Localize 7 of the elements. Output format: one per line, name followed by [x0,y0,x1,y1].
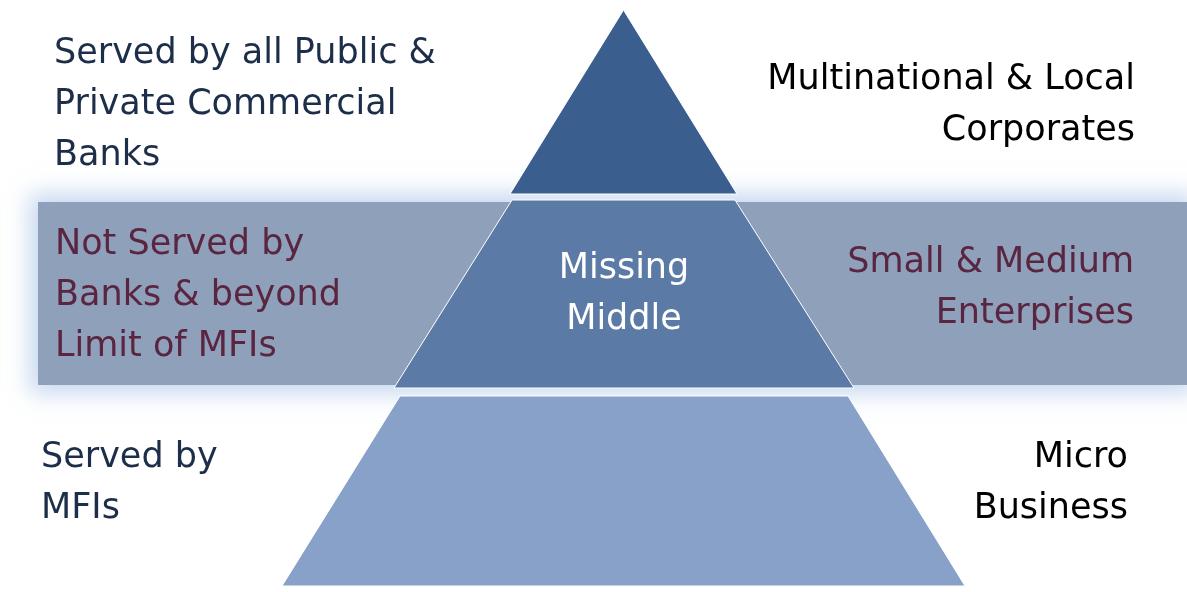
segment-label: Micro Business [972,434,1128,528]
band-label: Small & Medium Enterprises [846,239,1134,333]
band-label: Not Served by Banks & beyond Limit of MFIs [55,221,342,366]
service-note: Served by MFIs [41,434,219,528]
segment-label: Multinational & Local Corporates [766,56,1135,150]
service-note: Served by all Public & Private Commercial Banks [54,30,437,175]
tier-label: Missing Middle [557,245,691,339]
